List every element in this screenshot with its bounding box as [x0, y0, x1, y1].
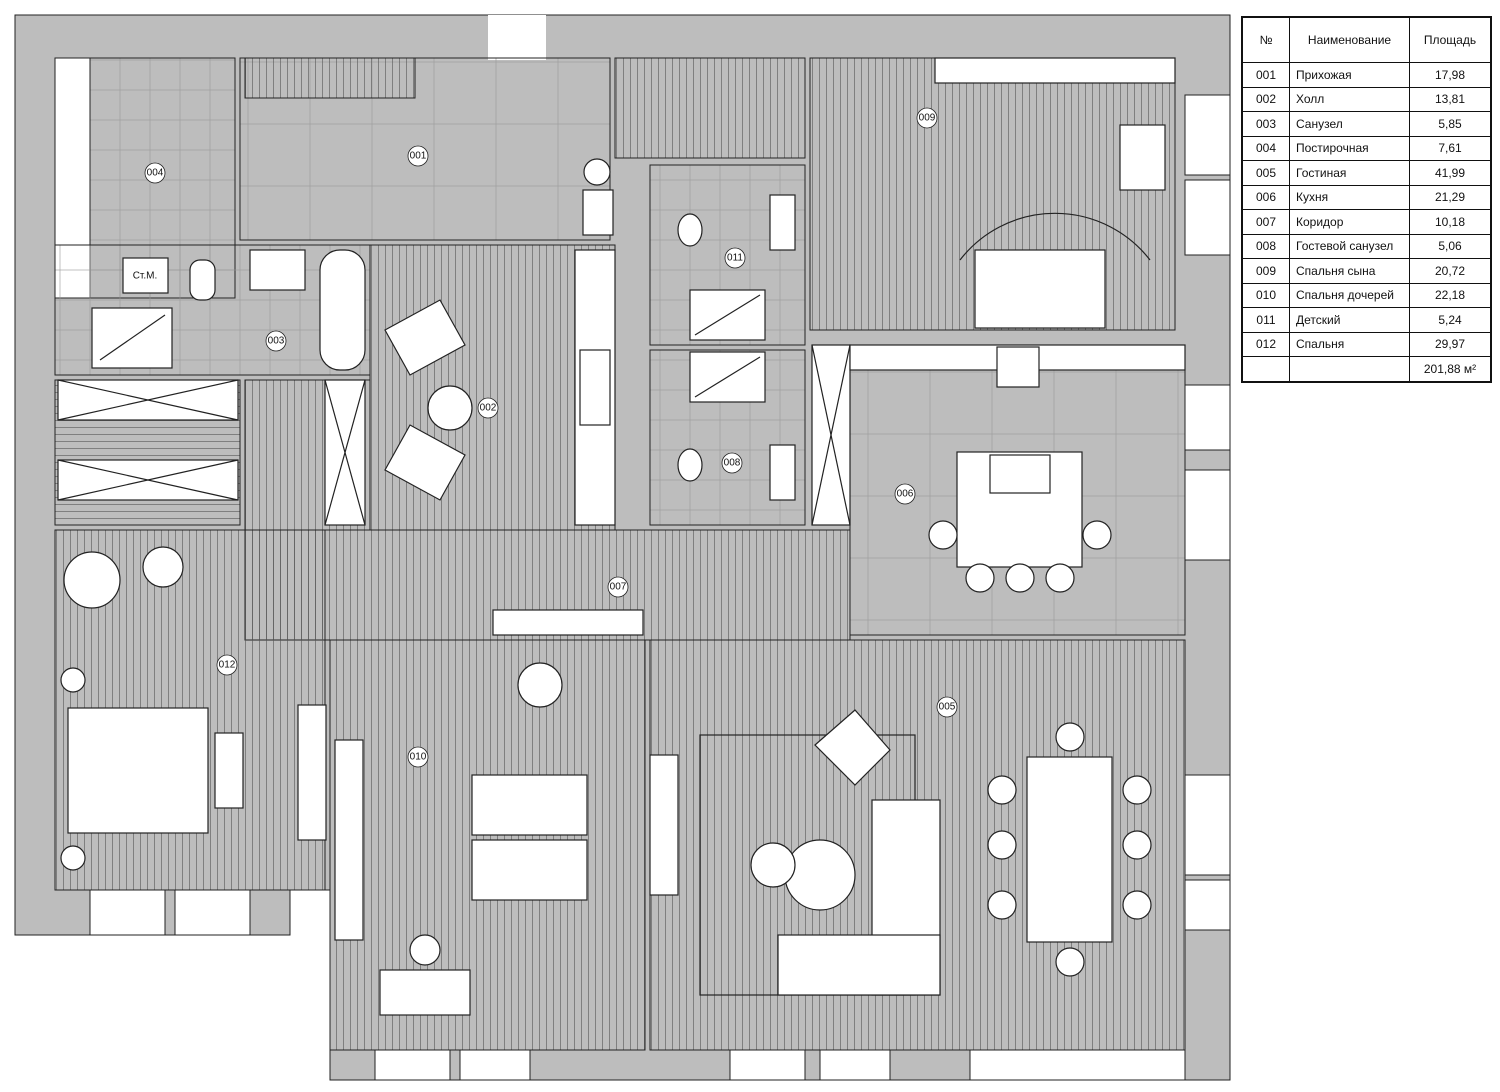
room-tag-circle: [916, 107, 938, 129]
cell-name: Прихожая: [1289, 62, 1410, 88]
room-tag-circle: [407, 145, 429, 167]
cell-area: 17,98: [1409, 62, 1492, 88]
windows: [89, 94, 1231, 1081]
cell-name: Постирочная: [1289, 135, 1410, 161]
cell-num: 008: [1241, 233, 1290, 259]
room-tag-012: 012: [219, 660, 236, 671]
cell-name: Кухня: [1289, 184, 1410, 210]
cell-num: 009: [1241, 258, 1290, 284]
room-tag-008: 008: [724, 458, 741, 469]
room-tag-circle: [407, 746, 429, 768]
cell-num: 010: [1241, 282, 1290, 308]
closet-box: [122, 257, 169, 294]
room-tag-circle: [721, 452, 743, 474]
cell-num: 003: [1241, 111, 1290, 137]
room-tag-circle: [936, 696, 958, 718]
header-name: Наименование: [1289, 16, 1410, 63]
room-tag-circle: [144, 162, 166, 184]
cell-area: 20,72: [1409, 258, 1492, 284]
cell-area: 29,97: [1409, 331, 1492, 357]
cell-num: 006: [1241, 184, 1290, 210]
room-tag-002: 002: [480, 403, 497, 414]
entrance-door-opening: [488, 15, 546, 60]
cell-num: 002: [1241, 86, 1290, 112]
cell-name: Коридор: [1289, 209, 1410, 235]
cell-num: 005: [1241, 160, 1290, 186]
room-tag-007: 007: [610, 582, 627, 593]
room-tag-009: 009: [919, 113, 936, 124]
cell-num: 007: [1241, 209, 1290, 235]
room-tag-circle: [894, 483, 916, 505]
room-tag-circle: [216, 654, 238, 676]
cell-name: Холл: [1289, 86, 1410, 112]
header-area: Площадь: [1409, 16, 1492, 63]
room-tag-003: 003: [268, 336, 285, 347]
cell-area: 21,29: [1409, 184, 1492, 210]
cell-area: 13,81: [1409, 86, 1492, 112]
cell-area: 22,18: [1409, 282, 1492, 308]
furniture: [57, 57, 1186, 1016]
total-row: 201,88 м²: [1241, 356, 1492, 382]
cell-name: Гостиная: [1289, 160, 1410, 186]
room-tag-001: 001: [410, 151, 427, 162]
room-tag-005: 005: [939, 702, 956, 713]
cell-area: 7,61: [1409, 135, 1492, 161]
cell-name: Спальня сына: [1289, 258, 1410, 284]
total-area: 201,88 м²: [1409, 356, 1492, 382]
cell-name: Санузел: [1289, 111, 1410, 137]
room-tag-circle: [607, 576, 629, 598]
cell-name: Детский: [1289, 307, 1410, 333]
cell-area: 5,85: [1409, 111, 1492, 137]
cell-num: 012: [1241, 331, 1290, 357]
header-num: №: [1241, 16, 1290, 63]
room-tag-004: 004: [147, 168, 164, 179]
cell-name: Спальня: [1289, 331, 1410, 357]
room-tag-010: 010: [410, 752, 427, 763]
cell-num: 004: [1241, 135, 1290, 161]
closet-label: Ст.М.: [133, 271, 158, 282]
room-tag-011: 011: [727, 253, 743, 264]
room-tag-circle: [477, 397, 499, 419]
room-tag-circle: [724, 247, 746, 269]
cell-num: 011: [1241, 307, 1290, 333]
cell-area: 5,06: [1409, 233, 1492, 259]
cell-area: 41,99: [1409, 160, 1492, 186]
cell-name: Спальня дочерей: [1289, 282, 1410, 308]
cell-area: 10,18: [1409, 209, 1492, 235]
room-tag-006: 006: [897, 489, 914, 500]
cell-name: Гостевой санузел: [1289, 233, 1410, 259]
cell-area: 5,24: [1409, 307, 1492, 333]
room-tag-circle: [265, 330, 287, 352]
cell-num: 001: [1241, 62, 1290, 88]
